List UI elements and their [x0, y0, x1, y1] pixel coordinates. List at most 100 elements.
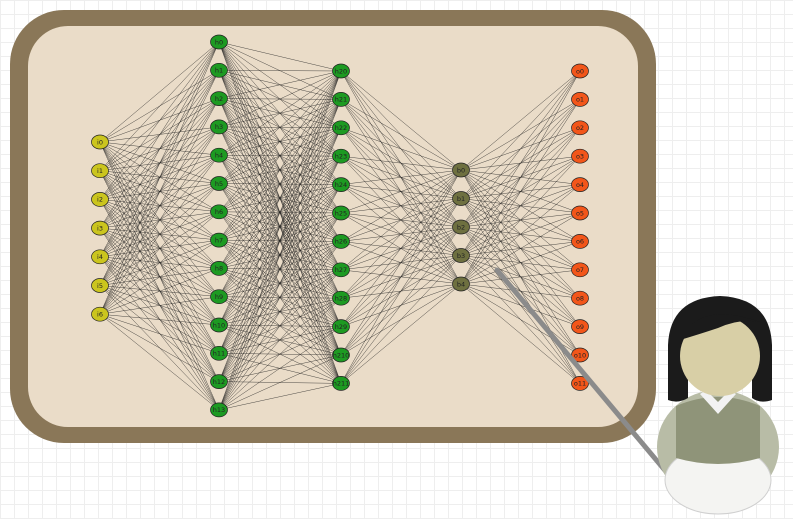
node-h8: h8 [211, 261, 228, 275]
node-label: i3 [97, 224, 103, 232]
node-label: h7 [215, 236, 223, 244]
node-label: o4 [576, 181, 584, 189]
node-h20: h20 [333, 64, 350, 78]
node-label: h211 [333, 380, 350, 388]
node-label: h10 [213, 321, 225, 329]
presenter-icon [657, 296, 779, 514]
node-h9: h9 [211, 290, 228, 304]
node-label: h1 [215, 67, 223, 75]
node-label: h21 [335, 96, 347, 104]
node-label: o3 [576, 153, 584, 161]
node-label: h28 [335, 295, 347, 303]
node-label: o5 [576, 209, 584, 217]
node-h2: h2 [211, 92, 228, 106]
node-i0: i0 [92, 135, 109, 149]
node-o2: o2 [572, 121, 589, 135]
node-b2: b2 [453, 220, 470, 234]
node-o5: o5 [572, 206, 589, 220]
node-b0: b0 [453, 163, 470, 177]
node-label: h8 [215, 265, 223, 273]
node-o1: o1 [572, 92, 589, 106]
node-label: h3 [215, 123, 223, 131]
node-i2: i2 [92, 192, 109, 206]
node-label: h9 [215, 293, 223, 301]
node-label: h2 [215, 95, 223, 103]
node-o4: o4 [572, 178, 589, 192]
node-label: b4 [457, 280, 465, 288]
node-h210: h210 [333, 348, 350, 362]
node-o8: o8 [572, 291, 589, 305]
node-label: o7 [576, 266, 584, 274]
node-label: o6 [576, 238, 584, 246]
node-h28: h28 [333, 291, 350, 305]
node-i4: i4 [92, 250, 109, 264]
node-h13: h13 [211, 403, 228, 417]
node-label: i6 [97, 311, 103, 319]
node-o0: o0 [572, 64, 589, 78]
node-h11: h11 [211, 346, 228, 360]
node-label: o9 [576, 323, 584, 331]
node-h23: h23 [333, 149, 350, 163]
node-o6: o6 [572, 234, 589, 248]
node-h0: h0 [211, 35, 228, 49]
node-label: h6 [215, 208, 223, 216]
node-label: h25 [335, 209, 347, 217]
node-label: h11 [213, 350, 225, 358]
node-label: o0 [576, 67, 584, 75]
node-o7: o7 [572, 263, 589, 277]
node-label: h20 [335, 67, 347, 75]
node-o3: o3 [572, 149, 589, 163]
node-h24: h24 [333, 178, 350, 192]
node-label: h0 [215, 38, 223, 46]
node-h12: h12 [211, 375, 228, 389]
node-label: h12 [213, 378, 225, 386]
node-label: i5 [97, 282, 103, 290]
node-h10: h10 [211, 318, 228, 332]
node-label: h5 [215, 180, 223, 188]
node-h22: h22 [333, 121, 350, 135]
node-i1: i1 [92, 164, 109, 178]
node-label: h210 [333, 351, 350, 359]
node-label: h27 [335, 266, 347, 274]
node-label: b2 [457, 223, 465, 231]
node-label: h22 [335, 124, 347, 132]
node-label: b0 [457, 166, 465, 174]
node-i5: i5 [92, 279, 109, 293]
node-h6: h6 [211, 205, 228, 219]
node-label: o10 [574, 351, 586, 359]
node-h26: h26 [333, 234, 350, 248]
node-label: i1 [97, 167, 103, 175]
node-i3: i3 [92, 221, 109, 235]
node-h27: h27 [333, 263, 350, 277]
node-h3: h3 [211, 120, 228, 134]
node-b1: b1 [453, 192, 470, 206]
node-label: i0 [97, 138, 103, 146]
node-label: i4 [97, 253, 103, 261]
node-label: h26 [335, 238, 347, 246]
node-b3: b3 [453, 249, 470, 263]
node-h1: h1 [211, 63, 228, 77]
node-label: o8 [576, 295, 584, 303]
node-b4: b4 [453, 277, 470, 291]
node-h5: h5 [211, 177, 228, 191]
node-o9: o9 [572, 320, 589, 334]
node-label: h13 [213, 406, 225, 414]
node-h7: h7 [211, 233, 228, 247]
node-label: h24 [335, 181, 347, 189]
node-h29: h29 [333, 320, 350, 334]
node-h21: h21 [333, 92, 350, 106]
node-label: h29 [335, 323, 347, 331]
node-label: o1 [576, 96, 584, 104]
node-label: b3 [457, 252, 465, 260]
node-label: o2 [576, 124, 584, 132]
node-i6: i6 [92, 307, 109, 321]
node-label: o11 [574, 380, 586, 388]
node-label: h4 [215, 152, 223, 160]
node-label: b1 [457, 195, 465, 203]
node-label: i2 [97, 196, 103, 204]
node-h25: h25 [333, 206, 350, 220]
node-h211: h211 [333, 376, 350, 390]
node-h4: h4 [211, 148, 228, 162]
node-label: h23 [335, 153, 347, 161]
